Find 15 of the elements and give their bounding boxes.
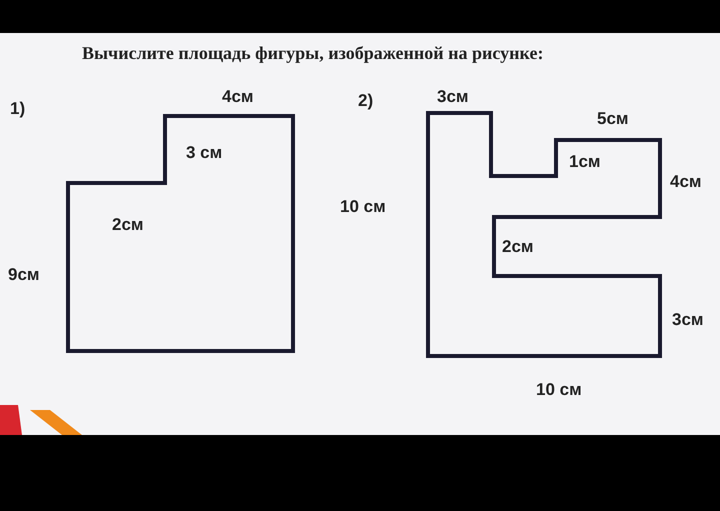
- dimension-label: 3см: [672, 309, 704, 331]
- dimension-label: 4см: [222, 86, 254, 108]
- dimension-label: 2): [358, 90, 374, 112]
- dimension-label: 10 см: [536, 379, 582, 401]
- title: Вычислите площадь фигуры, изображенной на рисунке:: [82, 42, 544, 65]
- dimension-label: 3см: [437, 86, 468, 108]
- dimension-label: 2см: [502, 236, 534, 258]
- dimension-label: 5см: [597, 108, 628, 130]
- dimension-label: 4см: [670, 171, 702, 193]
- dimension-label: 2см: [112, 214, 144, 236]
- dimension-label: 10 см: [340, 196, 386, 218]
- dimension-label: 3 см: [186, 142, 222, 164]
- dimension-label: 9см: [8, 264, 40, 286]
- dimension-label: 1см: [569, 151, 600, 173]
- dimension-label: 1): [10, 98, 26, 120]
